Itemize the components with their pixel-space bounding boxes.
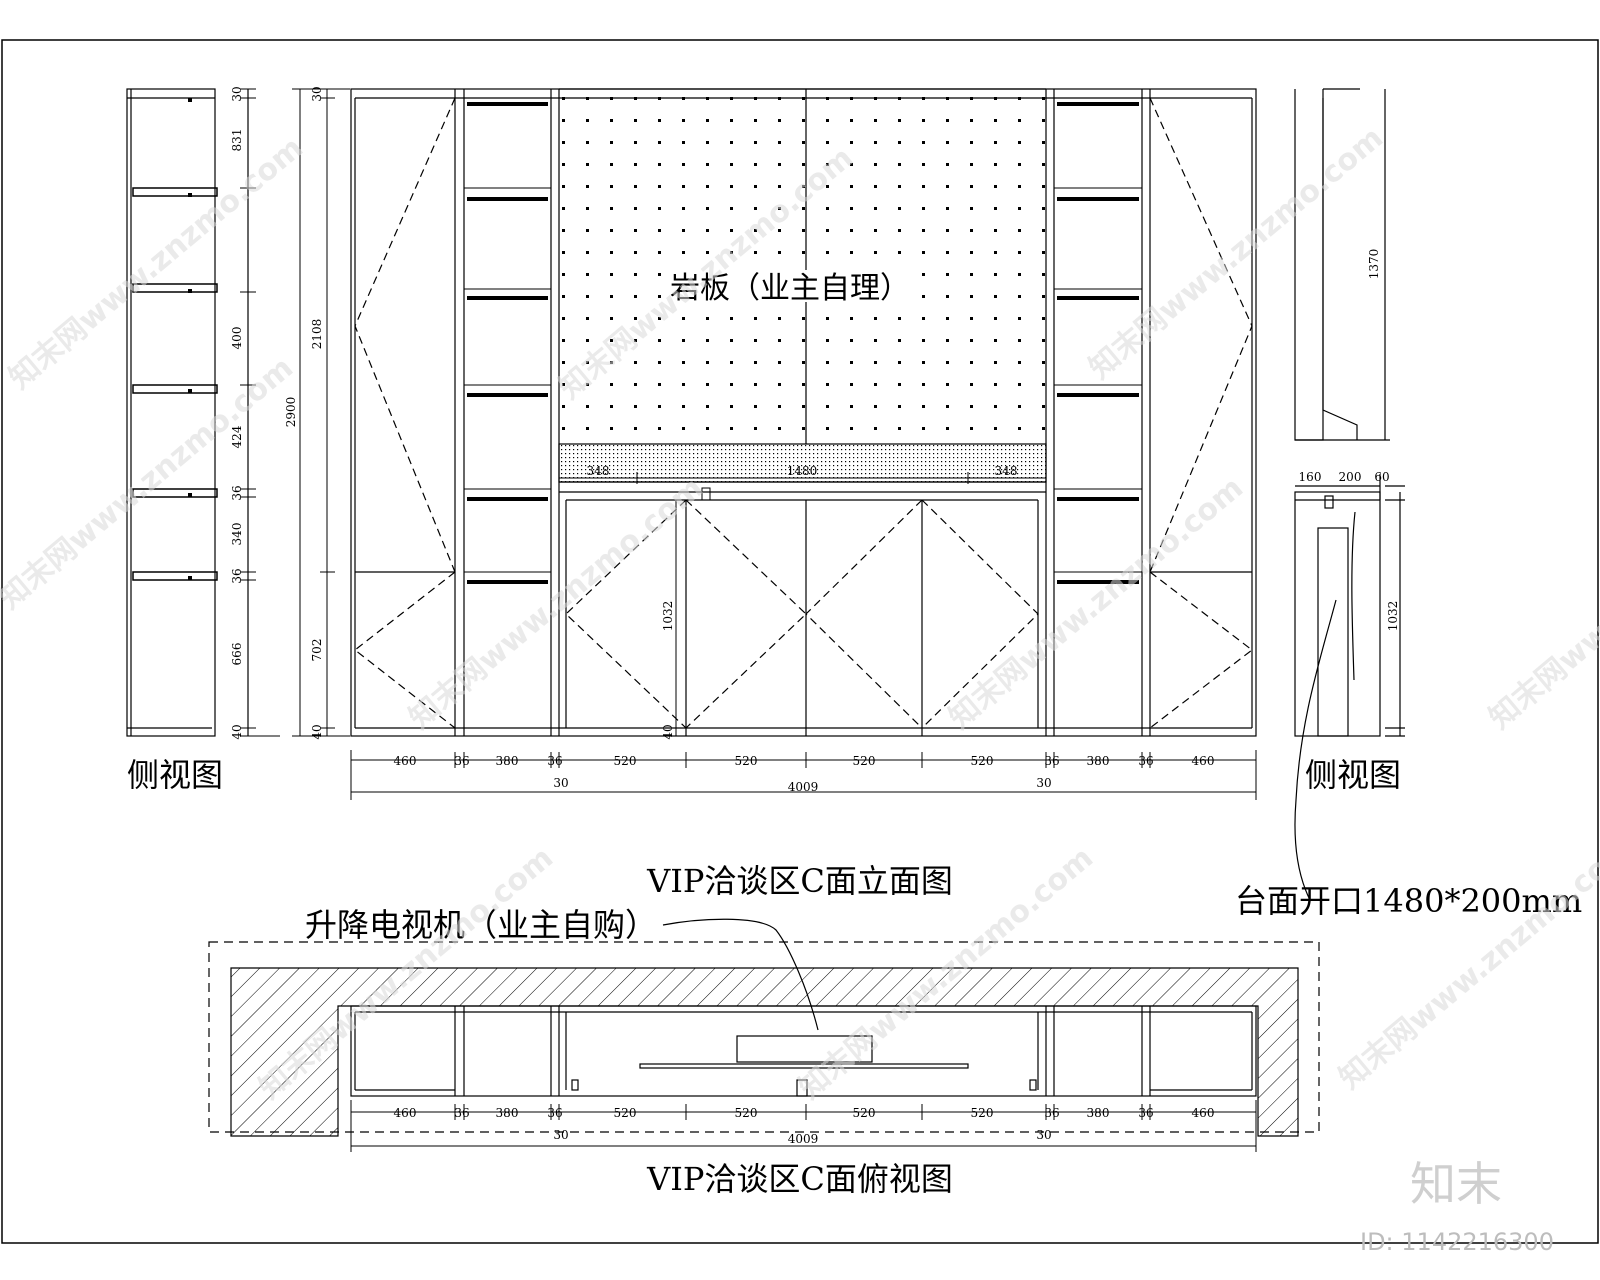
dim-label: 36: [547, 754, 562, 768]
watermark-text: 知末网www.znzmo.com: [3, 130, 310, 396]
right-side-view: [1294, 88, 1405, 737]
dim-label: 380: [1087, 1106, 1110, 1120]
dim-label: 380: [1087, 754, 1110, 768]
dim-label: 2108: [310, 319, 324, 350]
opening-note: 台面开口1480*200mm: [1235, 882, 1582, 920]
dim-label: 460: [394, 1106, 417, 1120]
dim-label: 40: [230, 724, 244, 739]
watermark-text: 知末网www.znzmo.com: [1083, 120, 1390, 386]
dim-label: 30: [230, 86, 244, 101]
dim-label: 1032: [661, 601, 675, 632]
dim-label: 520: [614, 1106, 637, 1120]
main-elevation: [350, 88, 1257, 737]
dim-label: 666: [230, 643, 244, 666]
left-side-dims: 30 831 400 424 36 340 36 666 40: [230, 86, 244, 739]
dim-label: 36: [454, 754, 469, 768]
dim-label: 30: [310, 86, 324, 101]
dim-label: 36: [230, 485, 244, 500]
plan-dimension-labels: 460 36 380 36 520 520 520 520 36 380 36 …: [394, 1106, 1215, 1146]
plan-title: VIP洽谈区C面俯视图: [646, 1160, 953, 1198]
tv-leader-line: [662, 918, 819, 1031]
dim-label: 380: [496, 1106, 519, 1120]
dim-label: 1480: [787, 464, 818, 478]
left-side-view-label: 侧视图: [127, 756, 223, 794]
id-text: ID: 1142216300: [1360, 1228, 1554, 1256]
dim-label: 520: [735, 754, 758, 768]
watermark-text: 知末网www.znzmo.com: [0, 350, 300, 616]
dim-label: 160: [1299, 470, 1322, 484]
panel-note: 岩板（业主自理）: [670, 271, 910, 306]
total-height-label: 2900: [284, 397, 298, 428]
brand-logo: 知末: [1410, 1157, 1502, 1211]
dim-label: 200: [1339, 470, 1362, 484]
dim-label: 400: [230, 327, 244, 350]
dim-label: 36: [1044, 754, 1059, 768]
dim-label: 36: [1138, 1106, 1153, 1120]
handle-mark: [701, 487, 711, 501]
band-dimension: [559, 472, 1046, 484]
height-dimension-lines: [292, 88, 350, 737]
tv-note: 升降电视机（业主自购）: [305, 906, 657, 944]
dim-label: 348: [995, 464, 1018, 478]
dim-label: 36: [454, 1106, 469, 1120]
dim-label: 348: [587, 464, 610, 478]
dim-label: 520: [971, 754, 994, 768]
dim-label: 520: [853, 754, 876, 768]
dim-label: 424: [230, 425, 244, 448]
panel-note-bg: [675, 270, 903, 302]
plan-view: [208, 941, 1320, 1152]
dim-label: 30: [1036, 1128, 1051, 1142]
dim-label: 36: [547, 1106, 562, 1120]
dim-label: 36: [1044, 1106, 1059, 1120]
bottom-dimension-labels: 460 36 380 36 520 520 520 520 36 380 36 …: [394, 754, 1215, 794]
dim-label: 1370: [1367, 249, 1381, 280]
dim-label: 40: [310, 724, 324, 739]
dim-label: 520: [735, 1106, 758, 1120]
dim-label: 30: [1036, 776, 1051, 790]
dim-label: 30: [553, 1128, 568, 1142]
dim-label: 702: [310, 639, 324, 662]
shelf-lines: [464, 187, 1142, 573]
dim-label: 340: [230, 523, 244, 546]
dim-label: 831: [230, 129, 244, 152]
dim-label: 40: [661, 724, 675, 739]
dim-label: 30: [553, 776, 568, 790]
watermark-text: 知末网www.znzmo.com: [943, 470, 1250, 736]
total-width-label: 4009: [788, 780, 819, 794]
opening-leader-line: [1294, 599, 1337, 901]
dim-label: 36: [230, 568, 244, 583]
total-width-label: 4009: [788, 1132, 819, 1146]
shelf-bars: [467, 102, 1139, 584]
bottom-dimension-lines: [350, 750, 1257, 800]
left-side-view: [126, 88, 280, 737]
dim-label: 380: [496, 754, 519, 768]
dim-label: 520: [853, 1106, 876, 1120]
dim-label: 460: [1192, 754, 1215, 768]
dim-label: 520: [614, 754, 637, 768]
dim-label: 36: [1138, 754, 1153, 768]
dim-label: 1032: [1386, 601, 1400, 632]
dim-label: 460: [394, 754, 417, 768]
watermark-text: 知末网www.znzmo.com: [1483, 470, 1600, 736]
watermark-text: 知末网www.znzmo.com: [1333, 830, 1600, 1096]
dim-label: 60: [1374, 470, 1389, 484]
drawing-frame: [1, 39, 1599, 1244]
right-side-view-label: 侧视图: [1305, 756, 1401, 794]
elevation-title: VIP洽谈区C面立面图: [646, 862, 953, 900]
dim-label: 460: [1192, 1106, 1215, 1120]
dim-label: 520: [971, 1106, 994, 1120]
